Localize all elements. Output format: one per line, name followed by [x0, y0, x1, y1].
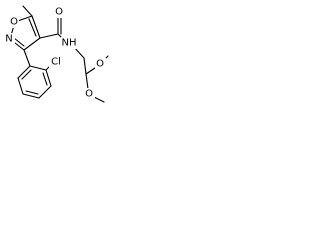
bond-aryl-5 — [17, 77, 24, 95]
atom-ring-o: O — [9, 16, 19, 28]
bond-c4-c5 — [31, 15, 41, 39]
bond-ch-o-lower — [85, 73, 89, 90]
bond-n2-c3-double — [13, 37, 25, 47]
bond-aryl-6-double — [21, 69, 32, 80]
bond-aryl-3 — [38, 85, 52, 99]
atom-ring-o-label: O — [10, 17, 18, 28]
bond-aryl-2 — [45, 69, 52, 87]
bond-aryl-4 — [22, 93, 40, 99]
atom-methoxy-o-upper-bg — [95, 58, 106, 70]
atom-cl: Cl — [49, 56, 64, 68]
atom-ring-o-bg — [9, 16, 19, 28]
atom-methoxy-o-upper: O — [95, 58, 106, 70]
bond-c3-c4 — [23, 37, 41, 51]
bond-aryl-6 — [17, 65, 31, 79]
bond-aryl-1 — [29, 65, 47, 71]
atom-methoxy-o-lower-label: O — [85, 89, 93, 100]
atom-ring-n-bg — [4, 33, 15, 45]
atom-amide-o: O — [54, 6, 65, 18]
atom-labels: O N O NH Cl O O — [4, 6, 106, 100]
atom-ring-n: N — [4, 33, 15, 45]
bond-c4-c5-double — [28, 18, 37, 37]
atom-amide-nh: NH — [61, 37, 78, 49]
atom-methoxy-o-lower: O — [84, 88, 95, 100]
atom-amide-o-bg — [54, 6, 65, 18]
bond-methyl — [22, 5, 33, 17]
atom-cl-bg — [49, 56, 64, 68]
atom-methoxy-o-upper-label: O — [96, 59, 104, 70]
atom-amide-nh-label: NH — [62, 38, 77, 49]
atom-cl-label: Cl — [51, 57, 61, 68]
atom-methoxy-o-lower-bg — [84, 88, 95, 100]
bond-aryl-4-double — [25, 90, 39, 95]
bond-ch2-ch — [83, 57, 87, 75]
bond-c4-carbonyl — [39, 33, 59, 39]
bonds — [9, 5, 109, 103]
molecule-structure: O N O NH Cl O O — [4, 5, 109, 103]
atom-amide-o-label: O — [55, 7, 63, 18]
bond-c3-aryl — [23, 49, 31, 67]
atom-amide-nh-bg — [61, 37, 78, 49]
bond-aryl-2-double — [42, 72, 48, 86]
atom-ring-n-label: N — [5, 34, 12, 45]
